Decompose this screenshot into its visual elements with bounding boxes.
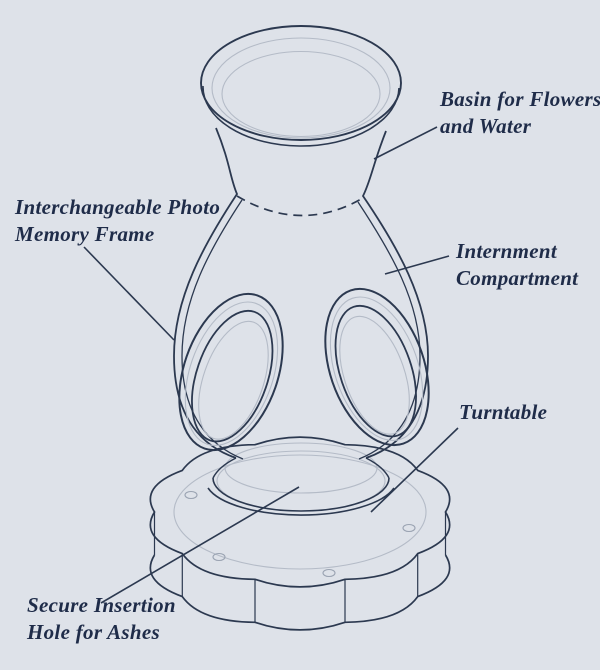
photo-frame-label: Interchangeable Photo Memory Frame: [15, 194, 220, 248]
turntable-holes: [184, 490, 416, 578]
turntable-bottom-edge: [149, 554, 451, 631]
rim-lip-lower-arc: [202, 85, 400, 147]
turntable-top-outline: [149, 436, 451, 588]
photo-frame-right: [324, 287, 430, 447]
vase-pedestal: [207, 442, 395, 516]
turntable-hole: [322, 568, 336, 578]
turntable-scallop-seams: [153, 512, 447, 623]
basin-rim: [200, 25, 402, 147]
photo-frame-right-outer: [324, 287, 430, 447]
photo-frame-right-mid: [329, 296, 424, 442]
leader-lines: [83, 126, 459, 604]
turntable-label-line1: Turntable: [459, 400, 548, 424]
insertion-hole-leader-line: [100, 486, 300, 604]
insertion-hole-label: Secure Insertion Hole for Ashes: [27, 592, 176, 646]
turntable-label: Turntable: [459, 399, 547, 426]
panel-edge-right: [357, 201, 421, 460]
turntable-hole: [402, 523, 416, 533]
rim-outer-ellipse: [200, 25, 402, 141]
photo-frame-left-outer: [178, 292, 284, 452]
basin-label-line1: Basin for Flowers: [440, 87, 600, 111]
insertion-hole-label-line1: Secure Insertion: [27, 593, 176, 617]
photo-frame-left: [178, 292, 284, 452]
photo-frame-leader-line: [83, 246, 175, 341]
pedestal-side-left: [212, 457, 237, 479]
vase-body: [173, 127, 429, 460]
photo-frame-left-inner: [191, 309, 274, 443]
lid-seam-dashed-line: [236, 195, 364, 217]
turntable-hole: [212, 552, 226, 562]
basin-label: Basin for Flowers and Water: [440, 86, 600, 140]
internment-label-line1: Internment: [456, 239, 558, 263]
turntable-leader-line: [370, 427, 459, 513]
internment-label-line2: Compartment: [456, 266, 579, 290]
photo-frame-label-line2: Memory Frame: [15, 222, 155, 246]
pedestal-lower-rim: [207, 487, 395, 516]
panel-edge-left: [181, 199, 244, 460]
photo-frame-label-line1: Interchangeable Photo: [15, 195, 221, 219]
photo-frame-left-recess: [198, 320, 269, 440]
photo-frame-left-mid: [184, 301, 279, 447]
turntable-hole: [184, 490, 198, 500]
turntable-base: [149, 436, 451, 631]
rim-inner-ellipse: [211, 37, 391, 139]
body-outline-left: [173, 127, 239, 459]
pedestal-front-rim: [212, 477, 390, 512]
internment-leader-line: [384, 255, 450, 275]
pedestal-side-right: [365, 457, 390, 479]
photo-frame-right-recess: [339, 315, 410, 435]
internment-label: Internment Compartment: [456, 238, 578, 292]
photo-frame-right-inner: [334, 304, 417, 438]
turntable-inner-ring: [173, 454, 427, 570]
insertion-hole-label-line2: Hole for Ashes: [27, 620, 160, 644]
basin-label-line2: and Water: [440, 114, 532, 138]
basin-leader-line: [373, 126, 438, 160]
body-outline-right: [361, 130, 429, 459]
basin-interior-ellipse: [221, 50, 381, 138]
